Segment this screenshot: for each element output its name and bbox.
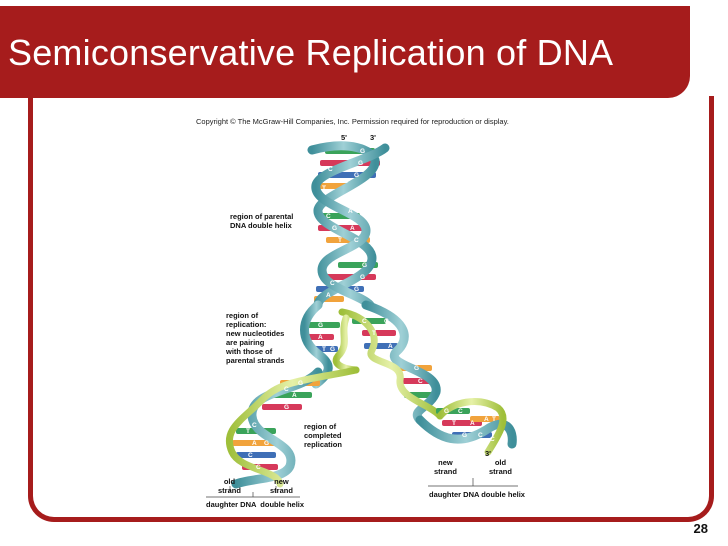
slide-border (28, 96, 714, 522)
base-letter: C (458, 408, 463, 415)
base-letter: T (246, 428, 250, 435)
base-letter: G (476, 408, 481, 415)
base-letter: C (362, 318, 367, 325)
base-letter: A (484, 416, 489, 423)
base-letter: C (342, 154, 347, 161)
base-letter: A (292, 392, 297, 399)
base-letter: G (330, 346, 335, 353)
base-letter: A (388, 343, 393, 350)
base-letter: C (330, 280, 335, 287)
label-right-new-strand: new strand (434, 458, 457, 476)
base-letter: G (354, 172, 359, 179)
base-letter: C (490, 436, 495, 443)
base-letter: G (260, 458, 265, 465)
base-letter: T (345, 178, 349, 185)
base-letter: C (312, 328, 317, 335)
label-right-old-strand: old strand (489, 458, 512, 476)
base-letter: G (384, 318, 389, 325)
page-number: 28 (693, 521, 708, 536)
base-letter: C (252, 422, 257, 429)
base-letter: C (248, 452, 253, 459)
base-letter: A (348, 208, 353, 215)
label-leader-lines (206, 478, 518, 498)
base-letter: A (326, 292, 331, 299)
parental-helix-backbone (307, 141, 390, 310)
label-left-old-strand: old strand (218, 477, 241, 495)
base-letter: G (462, 432, 467, 439)
base-letter: G (360, 148, 365, 155)
base-letter: G (358, 160, 363, 167)
base-letter: T (276, 398, 280, 405)
fork-right-branch (338, 300, 444, 425)
base-letter: T (322, 185, 326, 192)
base-letter: G (284, 404, 289, 411)
base-letter: C (354, 237, 359, 244)
label-parental-region: region of parental DNA double helix (230, 212, 294, 230)
base-letter: G (444, 408, 449, 415)
base-letter: G (360, 274, 365, 281)
base-letter: T (372, 330, 376, 337)
copyright-notice: Copyright © The McGraw-Hill Companies, I… (196, 117, 509, 126)
daughter-helix-right (415, 398, 517, 456)
label-right-daughter-helix: daughter DNA double helix (429, 490, 525, 499)
base-letter: A (470, 420, 475, 427)
base-letter: C (478, 432, 483, 439)
label-completed-region: region of completed replication (304, 422, 342, 449)
title-underline (0, 99, 682, 102)
base-letter: G (318, 322, 323, 329)
title-bar: Semiconservative Replication of DNA (0, 6, 690, 102)
base-letter: G (362, 262, 367, 269)
label-5-prime-top: 5' (341, 133, 347, 142)
label-replication-region: region of replication: new nucleotides a… (226, 311, 285, 365)
base-letter: G (332, 225, 337, 232)
label-3-prime-right: 3' (485, 449, 491, 458)
label-left-daughter-helix: daughter DNA double helix (206, 500, 305, 509)
base-letter: T (452, 420, 456, 427)
label-3-prime-top: 3' (370, 133, 376, 142)
base-letter: C (348, 268, 353, 275)
label-left-new-strand: new strand (270, 477, 293, 495)
base-letter: C (256, 464, 261, 471)
base-letter: A (330, 178, 335, 185)
slide-title: Semiconservative Replication of DNA (8, 32, 614, 73)
base-letter: C (284, 386, 289, 393)
base-letter: T (338, 237, 342, 244)
base-letter: C (328, 166, 333, 173)
base-letter: T (322, 346, 326, 353)
base-letter: G (264, 440, 269, 447)
base-letter: G (298, 380, 303, 387)
base-letter: C (418, 378, 423, 385)
base-letter: G (414, 365, 419, 372)
base-letter: A (318, 334, 323, 341)
base-letter: T (492, 416, 496, 423)
base-letter: C (326, 213, 331, 220)
base-letter: G (354, 286, 359, 293)
base-letter: A (350, 225, 355, 232)
base-letter: A (252, 440, 257, 447)
daughter-helix-left (225, 366, 360, 489)
